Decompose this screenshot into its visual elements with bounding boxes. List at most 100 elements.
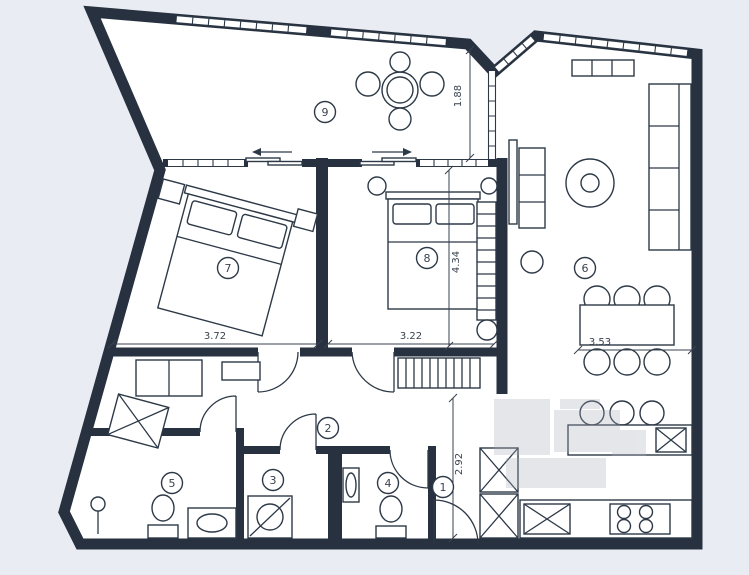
bar-stool <box>639 400 665 426</box>
nightstand <box>157 178 186 205</box>
pillow <box>236 213 288 249</box>
kitchen-sink <box>523 503 571 535</box>
dimension-bedroom-7-width: 3.72 <box>107 331 323 349</box>
bench <box>221 361 261 381</box>
window-bedroom-8 <box>420 158 488 168</box>
dimension-label: 4.34 <box>451 251 462 273</box>
room-labels: 1 2 3 4 5 6 7 8 <box>160 100 597 499</box>
nightstand <box>480 177 498 195</box>
room-number: 8 <box>424 252 431 265</box>
arrow-left-icon <box>252 148 261 156</box>
room-label-6: 6 <box>573 256 597 280</box>
window-balcony-left <box>176 15 307 35</box>
door-room-5 <box>199 395 237 433</box>
dining-set <box>579 285 675 376</box>
room-label-8: 8 <box>415 246 439 270</box>
tv <box>508 139 518 225</box>
room-number: 9 <box>322 106 329 119</box>
burner <box>638 504 654 520</box>
wc-4-fixtures <box>342 467 407 539</box>
room-number: 6 <box>582 262 589 275</box>
toilet <box>375 495 407 539</box>
dimension-balcony-depth: 1.88 <box>453 45 475 163</box>
room-label-1: 1 <box>431 475 455 499</box>
tall-cabinets-fridge <box>479 447 519 539</box>
room-number: 7 <box>225 262 232 275</box>
bed-headboard <box>385 191 481 200</box>
kitchen-counter <box>519 499 693 539</box>
burner <box>638 518 654 534</box>
dimension-label: 3.22 <box>400 331 422 342</box>
wall-sink <box>342 467 360 503</box>
stool <box>476 319 498 341</box>
pillow <box>392 203 432 225</box>
room-label-2: 2 <box>316 416 340 440</box>
room-number: 5 <box>169 477 176 490</box>
door-bedroom-8 <box>351 351 395 393</box>
nightstand <box>292 208 319 233</box>
toilet <box>147 494 179 539</box>
pillow <box>435 203 475 225</box>
patio-chair <box>388 107 412 131</box>
patio-chair <box>419 71 445 97</box>
door-room-3 <box>279 413 317 451</box>
dining-chair <box>583 348 611 376</box>
dimensions: 1.88 4.34 3.72 3.22 3.53 2.92 <box>107 45 697 543</box>
dining-chair <box>643 348 671 376</box>
dimension-bedroom-8-width: 3.22 <box>323 331 499 349</box>
watermark <box>494 399 646 488</box>
door-room-4 <box>389 449 429 489</box>
sideboard <box>571 59 635 77</box>
dining-table <box>579 304 675 346</box>
windows <box>168 15 688 168</box>
balcony-furniture <box>355 51 445 131</box>
room-number: 1 <box>440 481 447 494</box>
kitchen-island <box>567 400 693 456</box>
stool <box>520 250 544 274</box>
wardrobe <box>476 201 497 321</box>
room-number: 3 <box>270 474 277 487</box>
patio-chair <box>389 51 411 73</box>
dimension-bedroom-8-length: 4.34 <box>444 165 462 351</box>
burner <box>616 504 632 520</box>
bathroom-5-fixtures <box>90 494 237 539</box>
dimension-label: 2.92 <box>454 453 465 475</box>
nightstand <box>367 176 387 196</box>
bathroom-3-fixtures <box>247 495 293 539</box>
doors <box>199 351 479 545</box>
apartment-outline <box>58 5 703 550</box>
room-label-3: 3 <box>261 468 285 492</box>
window-corner-chamfer <box>494 35 536 73</box>
dining-chair <box>613 348 641 376</box>
hall-wardrobe <box>397 357 481 389</box>
window-living-top <box>543 32 688 57</box>
patio-chair <box>355 71 381 97</box>
burner <box>616 518 632 534</box>
island-sink <box>655 427 687 453</box>
floor-lamp <box>90 496 106 534</box>
sliding-door-bedroom-8 <box>359 148 417 166</box>
arrow-right-icon <box>403 148 412 156</box>
door-entrance <box>433 499 479 545</box>
room-label-5: 5 <box>160 471 184 495</box>
tv-bench <box>518 147 546 229</box>
vanity-sink <box>187 507 237 539</box>
washing-machine <box>247 495 293 539</box>
dimension-label: 3.53 <box>589 337 611 348</box>
hallway-furniture <box>106 357 481 449</box>
dimension-label: 3.72 <box>204 331 226 342</box>
dimension-label: 1.88 <box>453 85 464 107</box>
stove <box>609 503 671 535</box>
window-balcony-living <box>487 71 497 159</box>
angled-closet <box>106 393 170 449</box>
window-balcony-right <box>330 28 447 47</box>
room-label-7: 7 <box>216 256 240 280</box>
window-bedroom-7 <box>168 158 244 168</box>
dimension-dining-width: 3.53 <box>573 337 697 355</box>
dimension-entry-length: 2.92 <box>448 393 465 543</box>
round-rug <box>565 158 615 208</box>
sliding-door-bedroom-7 <box>245 148 303 166</box>
room-label-9: 9 <box>313 100 337 124</box>
